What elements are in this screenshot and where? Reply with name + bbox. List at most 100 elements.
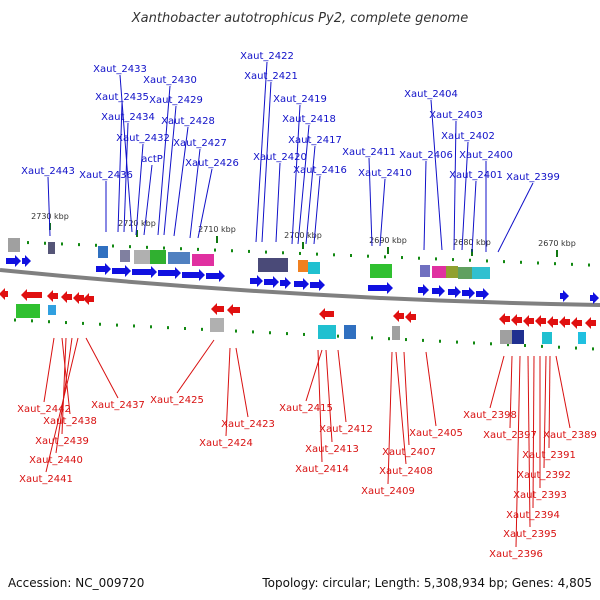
tick-label: 2670 kbp xyxy=(538,239,576,248)
label-xaut-2407: Xaut_2407 xyxy=(382,447,436,458)
feature-box xyxy=(458,267,472,279)
forward-gene-arrow xyxy=(560,290,569,302)
minor-tick xyxy=(337,334,339,338)
minor-tick xyxy=(350,254,352,257)
minor-tick xyxy=(490,342,492,346)
leader-line xyxy=(135,143,144,236)
forward-gene-arrow xyxy=(476,288,489,300)
label-xaut-2441: Xaut_2441 xyxy=(19,474,73,485)
feature-boxes xyxy=(8,238,586,344)
label-xaut-2423: Xaut_2423 xyxy=(221,419,275,430)
feature-box xyxy=(16,304,40,318)
leader-line xyxy=(119,74,133,233)
leader-line xyxy=(368,157,373,247)
minor-tick xyxy=(571,262,573,266)
feature-box xyxy=(298,260,308,272)
label-xaut-2393: Xaut_2393 xyxy=(513,490,567,501)
label-leader-lines xyxy=(43,61,571,548)
reverse-gene-arrow xyxy=(511,314,522,326)
reverse-gene-arrow xyxy=(47,290,58,302)
label-xaut-2439: Xaut_2439 xyxy=(35,436,89,447)
minor-tick xyxy=(333,253,335,257)
forward-gene-arrow xyxy=(6,255,21,267)
minor-tick xyxy=(27,241,29,245)
feature-box xyxy=(344,325,356,339)
label-xaut-2426: Xaut_2426 xyxy=(185,158,239,169)
minor-tick xyxy=(316,252,318,256)
reverse-gene-arrow xyxy=(319,308,334,320)
leader-line xyxy=(543,355,547,469)
forward-gene-arrow xyxy=(158,267,181,279)
leader-line xyxy=(548,355,551,449)
label-xaut-2399: Xaut_2399 xyxy=(506,172,560,183)
forward-gene-arrow xyxy=(448,286,461,298)
feature-box xyxy=(258,258,288,272)
leader-line xyxy=(489,355,505,409)
label-xaut-2432: Xaut_2432 xyxy=(116,133,170,144)
genome-summary-text: Topology: circular; Length: 5,308,934 bp… xyxy=(262,576,592,590)
leader-line xyxy=(430,99,443,251)
feature-box xyxy=(308,262,320,274)
minor-tick xyxy=(201,327,203,331)
reverse-gene-arrow xyxy=(227,304,240,316)
label-xaut-2397: Xaut_2397 xyxy=(483,430,537,441)
feature-box xyxy=(150,250,166,264)
reverse-gene-arrow xyxy=(0,288,8,300)
minor-tick xyxy=(558,345,560,349)
leader-line xyxy=(515,355,521,548)
minor-tick xyxy=(503,260,505,264)
minor-tick xyxy=(371,336,373,340)
leader-line xyxy=(555,355,571,429)
minor-tick xyxy=(231,249,233,253)
label-xaut-2392: Xaut_2392 xyxy=(517,470,571,481)
label-xaut-2436: Xaut_2436 xyxy=(79,170,133,181)
minor-tick xyxy=(184,327,186,330)
tick-label: 2730 kbp xyxy=(31,212,69,221)
label-xaut-2437: Xaut_2437 xyxy=(91,400,145,411)
minor-tick xyxy=(82,321,84,325)
forward-gene-arrow xyxy=(294,278,309,290)
forward-gene-arrow xyxy=(132,266,157,278)
leader-line xyxy=(157,85,171,236)
leader-line xyxy=(527,355,531,528)
forward-gene-arrow xyxy=(590,292,599,304)
label-xaut-2404: Xaut_2404 xyxy=(404,89,458,100)
minor-tick xyxy=(456,340,458,344)
feature-box xyxy=(420,265,430,277)
leader-line xyxy=(275,162,281,243)
label-xaut-2410: Xaut_2410 xyxy=(358,168,412,179)
minor-tick xyxy=(48,320,50,324)
leader-line xyxy=(235,347,249,418)
label-xaut-2412: Xaut_2412 xyxy=(319,424,373,435)
leader-line xyxy=(497,182,534,253)
minor-tick xyxy=(112,244,114,248)
minor-tick xyxy=(507,343,509,347)
reverse-gene-arrow xyxy=(211,303,224,315)
minor-tick xyxy=(163,246,165,250)
label-xaut-2434: Xaut_2434 xyxy=(101,112,155,123)
feature-box xyxy=(98,246,108,258)
reverse-genes xyxy=(0,288,596,329)
minor-tick xyxy=(303,332,305,336)
label-xaut-2424: Xaut_2424 xyxy=(199,438,253,449)
leader-line xyxy=(325,349,333,443)
label-xaut-2411: Xaut_2411 xyxy=(342,147,396,158)
leader-line xyxy=(297,124,310,245)
leader-line xyxy=(387,351,393,485)
label-xaut-2420: Xaut_2420 xyxy=(253,152,307,163)
reverse-gene-arrow xyxy=(83,293,94,305)
reverse-gene-arrow xyxy=(571,317,582,329)
minor-tick xyxy=(401,256,403,260)
minor-tick xyxy=(286,332,288,336)
leader-line xyxy=(47,176,51,237)
label-xaut-2435: Xaut_2435 xyxy=(95,92,149,103)
leader-line xyxy=(45,337,79,473)
label-xaut-2391: Xaut_2391 xyxy=(522,450,576,461)
leader-line xyxy=(305,145,316,245)
reverse-gene-arrow xyxy=(585,317,596,329)
reverse-gene-arrow xyxy=(535,315,546,327)
label-xaut-2428: Xaut_2428 xyxy=(161,116,215,127)
forward-gene-arrow xyxy=(182,269,205,281)
forward-gene-arrow xyxy=(280,277,291,289)
feature-box xyxy=(318,325,336,339)
